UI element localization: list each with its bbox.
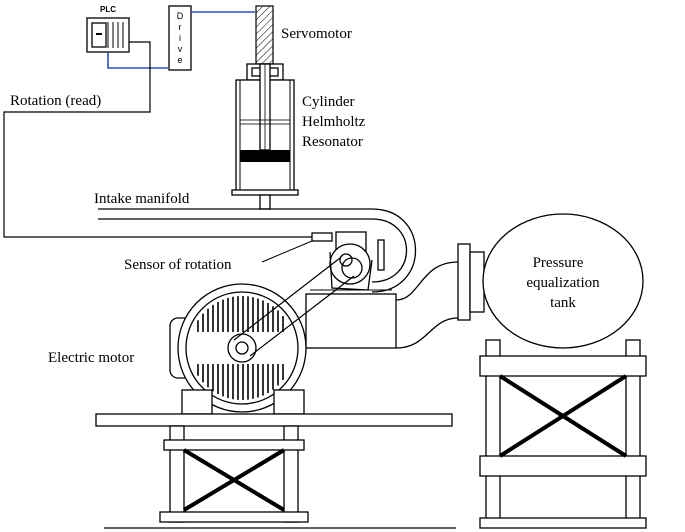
drive-letter-v: v	[178, 44, 183, 54]
resonator-label: Resonator	[302, 134, 363, 150]
intake-manifold-label: Intake manifold	[94, 191, 190, 207]
drive-letter-d: D	[177, 11, 184, 21]
sensor-of-rotation-label: Sensor of rotation	[124, 257, 232, 273]
rotation-sensor: Sensor of rotation	[124, 232, 333, 273]
pressure-label: Pressure	[533, 255, 584, 271]
plc-unit: PLC	[86, 5, 130, 53]
tank-stand	[479, 339, 647, 529]
servomotor: Servomotor	[255, 5, 352, 65]
equalization-label: equalization	[526, 275, 600, 291]
cylinder-label: Cylinder	[302, 94, 355, 110]
drive-letter-i: i	[179, 33, 181, 43]
test-bench	[95, 413, 456, 529]
helmholtz-label: Helmholtz	[302, 114, 366, 130]
plc-label: PLC	[100, 5, 116, 14]
helmholtz-resonator: Cylinder Helmholtz Resonator	[231, 63, 366, 210]
plc-to-drive-wire	[107, 52, 168, 69]
electric-motor-label: Electric motor	[48, 350, 134, 366]
servomotor-label: Servomotor	[281, 26, 352, 42]
rotation-read-label: Rotation (read)	[10, 93, 101, 109]
drive-letter-e: e	[177, 55, 182, 65]
drive-unit: D r i v e	[168, 5, 192, 71]
intake-manifold: Intake manifold	[94, 191, 416, 293]
electric-motor: Electric motor	[48, 257, 355, 415]
rotation-signal-wire	[3, 41, 312, 238]
engine-assembly	[305, 231, 459, 349]
drive-letter-r: r	[179, 22, 182, 32]
pressure-tank: Pressure equalization tank	[457, 213, 644, 349]
tank-label: tank	[550, 295, 576, 311]
